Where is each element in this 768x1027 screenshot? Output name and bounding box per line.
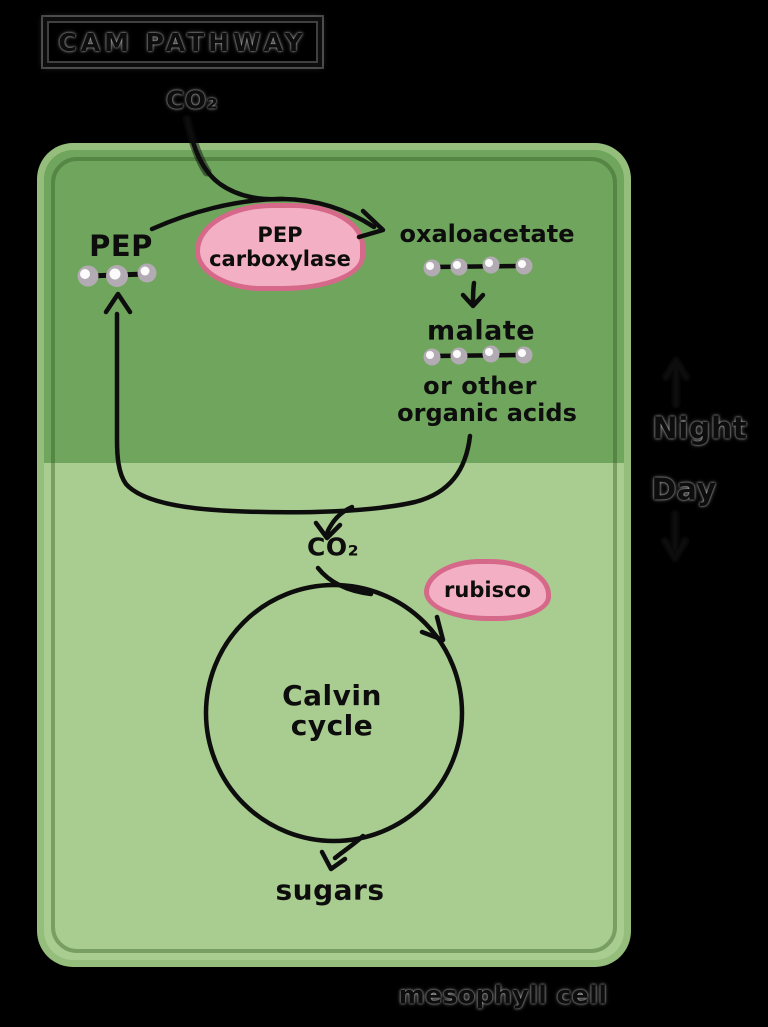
calvin-cycle-label-line2: cycle [290, 709, 374, 742]
page-title: CAM PATHWAY [58, 27, 307, 57]
oxaloacetate-label: oxaloacetate [399, 220, 575, 248]
loop-arrowhead-to-pep [103, 291, 133, 315]
pep-molecule [77, 263, 157, 287]
calvin-cycle-label: Calvin cycle [282, 681, 382, 741]
malate-label: malate [426, 315, 536, 347]
pep-carboxylase-label-line2: carboxylase [209, 247, 351, 271]
calvin-cycle-arrowhead [419, 614, 446, 643]
night-up-arrow [663, 358, 689, 407]
rubisco-label: rubisco [444, 577, 531, 602]
co2-label-top: CO₂ [165, 85, 219, 115]
sugars-label: sugars [275, 873, 385, 907]
pep-label: PEP [89, 229, 153, 263]
organic-acids-note-line1: or other [423, 372, 537, 400]
organic-acids-note-line2: organic acids [397, 399, 577, 427]
organic-acid-loop-arrow [114, 311, 473, 515]
malate-molecule [423, 345, 533, 366]
night-region [44, 150, 624, 463]
night-label: Night [652, 411, 748, 447]
co2-label-day: CO₂ [306, 532, 360, 562]
rubisco-enzyme: rubisco [424, 559, 551, 621]
oxaloacetate-to-malate-arrow [460, 280, 486, 309]
pep-to-oxaloacetate-arrow [149, 196, 377, 232]
co2-release-branch-arrow [313, 504, 355, 541]
calvin-cycle-label-line1: Calvin [282, 679, 382, 712]
co2-entry-arrow [184, 116, 286, 202]
calvin-cycle-circle [203, 582, 465, 844]
pep-to-oxaloacetate-arrowhead [356, 208, 386, 240]
cell-inner-membrane [51, 157, 617, 953]
day-region [44, 463, 624, 960]
pep-carboxylase-enzyme: PEP carboxylase [195, 203, 365, 291]
day-label: Day [651, 472, 717, 508]
mesophyll-cell-label: mesophyll cell [398, 980, 608, 1010]
oxaloacetate-molecule [423, 256, 533, 277]
pep-carboxylase-label-line1: PEP [257, 222, 303, 247]
calvin-to-sugars-arrow [319, 833, 366, 872]
title-box: CAM PATHWAY [43, 17, 322, 67]
day-down-arrow [662, 511, 688, 561]
